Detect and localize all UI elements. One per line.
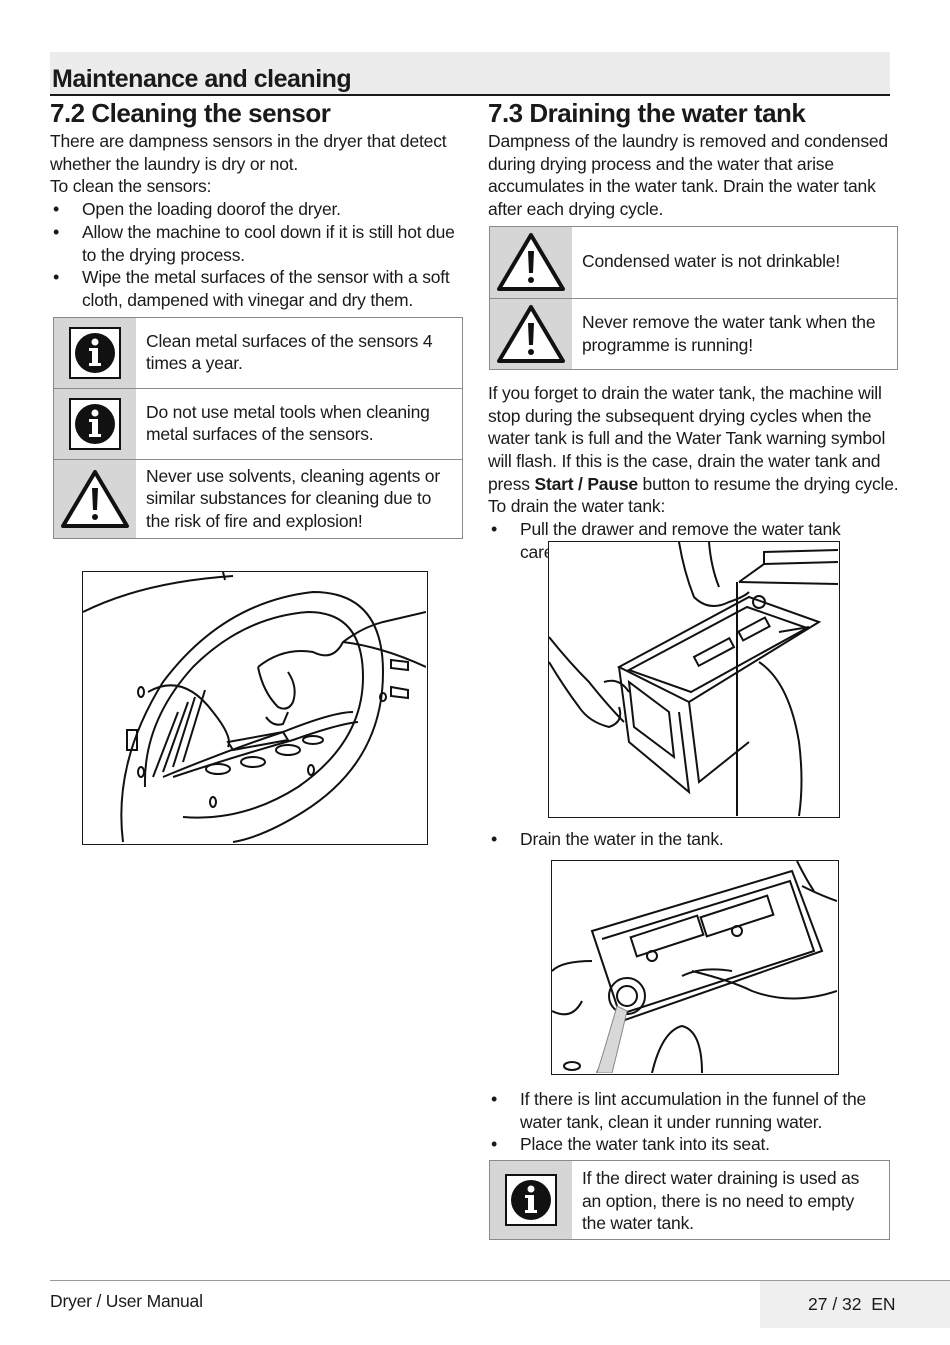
- notice-text: Never remove the water tank when the pro…: [582, 311, 876, 355]
- tank-step-2: Drain the water in the tank.: [488, 828, 903, 851]
- dryer-door-drawing: [83, 572, 427, 843]
- footer-manual-title: Dryer / User Manual: [50, 1291, 203, 1311]
- notice-row: Clean metal surfaces of the sensors 4 ti…: [54, 317, 462, 389]
- direct-drain-notice: If the direct water draining is used as …: [489, 1160, 890, 1240]
- notice-row: If the direct water draining is used as …: [490, 1161, 889, 1239]
- section-header: Maintenance and cleaning: [50, 52, 890, 96]
- heading-cleaning-sensor: 7.2 Cleaning the sensor: [50, 98, 331, 128]
- tank-warnings: Condensed water is not drinkable! Never …: [489, 225, 898, 370]
- right-column: 7.3 Draining the water tank Dampness of …: [488, 96, 903, 563]
- sensor-steps: Open the loading doorof the dryer. Allow…: [50, 198, 465, 312]
- tank-intro: Dampness of the laundry is removed and c…: [488, 131, 888, 220]
- list-item: Wipe the metal surfaces of the sensor wi…: [50, 266, 465, 311]
- tank-step-2-wrap: Drain the water in the tank.: [488, 828, 903, 851]
- info-icon: [69, 397, 121, 450]
- tank-lead: To drain the water tank:: [488, 496, 666, 517]
- heading-draining-tank: 7.3 Draining the water tank: [488, 98, 806, 128]
- notice-text: Condensed water is not drinkable!: [582, 250, 841, 271]
- notice-row: Never remove the water tank when the pro…: [490, 298, 897, 369]
- info-icon: [69, 326, 121, 379]
- section-title: Maintenance and cleaning: [52, 65, 352, 93]
- footer-divider: [50, 1280, 950, 1281]
- sensor-lead: To clean the sensors:: [50, 176, 212, 197]
- drawer-drawing: [549, 542, 839, 817]
- tank-drain-drawing: [552, 861, 838, 1074]
- list-item: If there is lint accumulation in the fun…: [488, 1088, 903, 1133]
- sensor-intro: There are dampness sensors in the dryer …: [50, 131, 447, 174]
- warning-icon: [497, 304, 565, 363]
- left-column: 7.2 Cleaning the sensor There are dampne…: [50, 96, 465, 539]
- sensor-notices: Clean metal surfaces of the sensors 4 ti…: [53, 316, 463, 539]
- notice-text: Never use solvents, cleaning agents or s…: [146, 465, 440, 532]
- list-item: Place the water tank into its seat.: [488, 1133, 903, 1156]
- footer-page-number: 27 / 32 EN: [760, 1281, 950, 1328]
- tank-paragraph: If you forget to drain the water tank, t…: [488, 382, 899, 494]
- start-pause-label: Start / Pause: [534, 473, 638, 494]
- tank-steps-after-wrap: If there is lint accumulation in the fun…: [488, 1088, 903, 1156]
- notice-row: Never use solvents, cleaning agents or s…: [54, 459, 462, 538]
- notice-text: Clean metal surfaces of the sensors 4 ti…: [146, 330, 433, 374]
- tank-steps-after: If there is lint accumulation in the fun…: [488, 1088, 903, 1156]
- list-item: Allow the machine to cool down if it is …: [50, 221, 465, 266]
- notice-row: Do not use metal tools when cleaning met…: [54, 388, 462, 460]
- sensor-cleaning-illustration: [82, 571, 428, 845]
- list-item: Open the loading doorof the dryer.: [50, 198, 465, 221]
- notice-text: Do not use metal tools when cleaning met…: [146, 401, 430, 445]
- list-item: Drain the water in the tank.: [488, 828, 903, 851]
- notice-row: Condensed water is not drinkable!: [490, 226, 897, 299]
- pull-tank-illustration: [548, 541, 840, 818]
- drain-tank-illustration: [551, 860, 839, 1075]
- info-icon: [505, 1174, 557, 1226]
- warning-icon: [61, 469, 129, 528]
- notice-text: If the direct water draining is used as …: [582, 1168, 860, 1234]
- warning-icon: [497, 233, 565, 292]
